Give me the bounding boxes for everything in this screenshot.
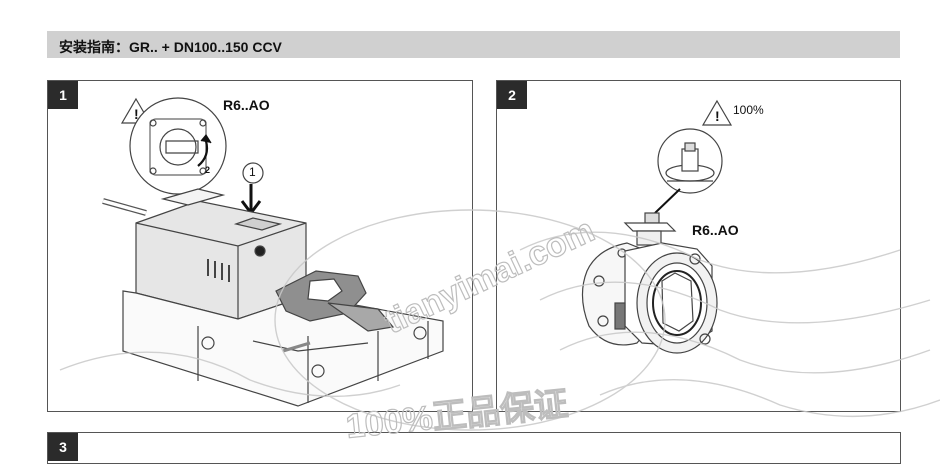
detail-zoom-circle <box>129 97 227 195</box>
model-label: R6..AO <box>692 222 739 238</box>
step-number-badge: 3 <box>48 433 78 461</box>
header-bar: 安装指南：GR.. + DN100..150 CCV <box>47 31 900 58</box>
step-number-badge: 2 <box>497 81 527 109</box>
valve-illustration: ! <box>581 99 733 354</box>
actuator-illustration: ! <box>102 97 444 407</box>
callout-number: 1 <box>249 165 256 179</box>
step-panel-1: 1 ! <box>47 80 473 412</box>
rotation-number: 2 <box>205 165 211 175</box>
step-panel-2: 2 ! <box>496 80 901 412</box>
model-label: R6..AO <box>223 97 270 113</box>
step-panel-3: 3 <box>47 432 901 464</box>
svg-text:!: ! <box>134 106 139 122</box>
svg-text:!: ! <box>715 108 720 124</box>
step-number-badge: 1 <box>48 81 78 109</box>
header-title: 安装指南：GR.. + DN100..150 CCV <box>59 39 282 55</box>
position-label: 100% <box>733 103 764 117</box>
warning-triangle-icon <box>701 99 733 126</box>
